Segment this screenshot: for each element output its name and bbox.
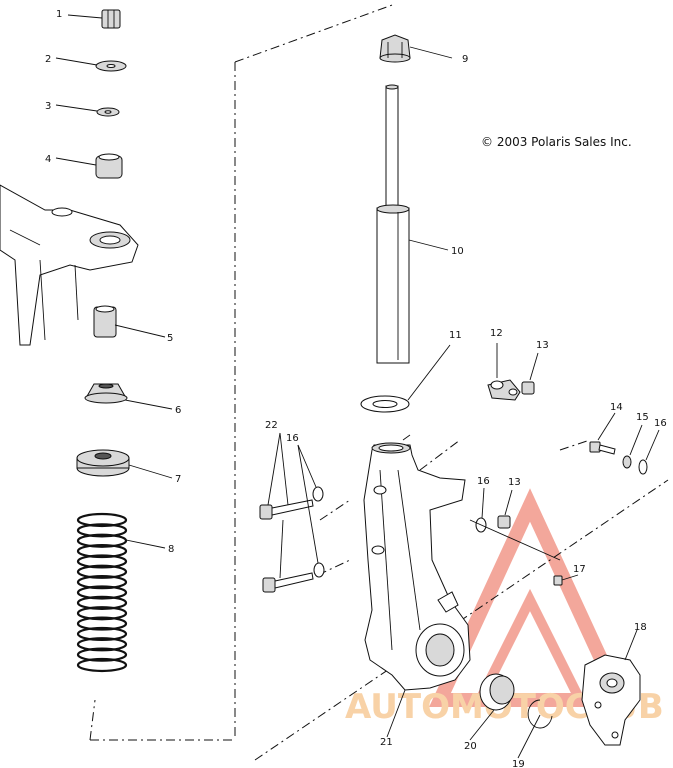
callout-20: 20 — [464, 741, 477, 752]
spring-coil — [76, 554, 128, 569]
callout-19: 19 — [512, 759, 525, 768]
part-bump-stop — [379, 34, 411, 63]
part-nut-13-upper — [521, 381, 535, 395]
part-bushing-lower — [93, 305, 117, 338]
callout-4: 4 — [45, 154, 51, 165]
callout-22: 22 — [265, 420, 278, 431]
part-brake-line-clamp — [487, 379, 521, 401]
callout-3: 3 — [45, 101, 51, 112]
callout-7: 7 — [175, 474, 181, 485]
callout-8: 8 — [168, 544, 174, 555]
part-bushing-upper — [95, 153, 123, 179]
part-strut-washer — [360, 395, 410, 413]
part-washer-16-right — [638, 459, 648, 475]
part-bolt-22-lower — [262, 572, 314, 593]
callout-14: 14 — [610, 402, 623, 413]
part-washer-16-upper-left — [312, 486, 324, 502]
part-bolt-14 — [589, 441, 616, 455]
callout-16-right: 16 — [654, 418, 667, 429]
spring-coil — [76, 626, 128, 642]
part-nut-top — [101, 9, 121, 29]
spring-coil — [76, 616, 128, 631]
part-spring-cup — [84, 383, 128, 404]
callout-5: 5 — [167, 333, 173, 344]
callout-2: 2 — [45, 54, 51, 65]
callout-12: 12 — [490, 328, 503, 339]
part-bolt-22-upper — [259, 499, 314, 520]
spring-coil — [76, 575, 128, 590]
part-spring-seat — [76, 449, 130, 477]
callout-6: 6 — [175, 405, 181, 416]
spring-coil — [76, 637, 128, 652]
callout-9: 9 — [462, 54, 468, 65]
spring-coil — [76, 543, 128, 559]
callout-11: 11 — [449, 330, 462, 341]
spring-coil — [76, 564, 128, 579]
part-washer-16-lower-left — [313, 562, 325, 578]
callout-16-mid: 16 — [477, 476, 490, 487]
spring-coil — [76, 595, 128, 610]
spring-coil — [76, 606, 128, 621]
part-washer-15 — [622, 455, 632, 469]
callout-13-upper: 13 — [536, 340, 549, 351]
part-strut-cartridge — [376, 84, 410, 364]
spring-coil — [76, 585, 128, 600]
spring-coil — [76, 512, 128, 528]
part-nut-13-lower — [497, 515, 511, 529]
part-snap-ring — [527, 699, 553, 729]
callout-1: 1 — [56, 9, 62, 20]
part-coil-spring — [76, 512, 128, 673]
spring-coil — [76, 533, 128, 548]
callout-13-lower: 13 — [508, 477, 521, 488]
callout-18: 18 — [634, 622, 647, 633]
callout-15: 15 — [636, 412, 649, 423]
part-wheel-bearing — [479, 673, 515, 711]
leader-lines — [55, 14, 660, 759]
callout-17: 17 — [573, 564, 586, 575]
part-grease-fitting — [553, 575, 563, 586]
spring-coil — [76, 523, 128, 538]
callout-16-left: 16 — [286, 433, 299, 444]
copyright-text: © 2003 Polaris Sales Inc. — [481, 135, 632, 149]
spring-coil — [76, 657, 128, 673]
callout-labels: 1 2 3 4 5 6 7 8 9 10 11 12 13 13 14 15 1… — [45, 9, 667, 768]
part-hub-bracket — [581, 654, 641, 746]
part-strut-housing — [363, 442, 471, 691]
frame-upper-mount — [0, 184, 139, 346]
callout-10: 10 — [451, 246, 464, 257]
spring-coil — [76, 647, 128, 662]
callout-21: 21 — [380, 737, 393, 748]
